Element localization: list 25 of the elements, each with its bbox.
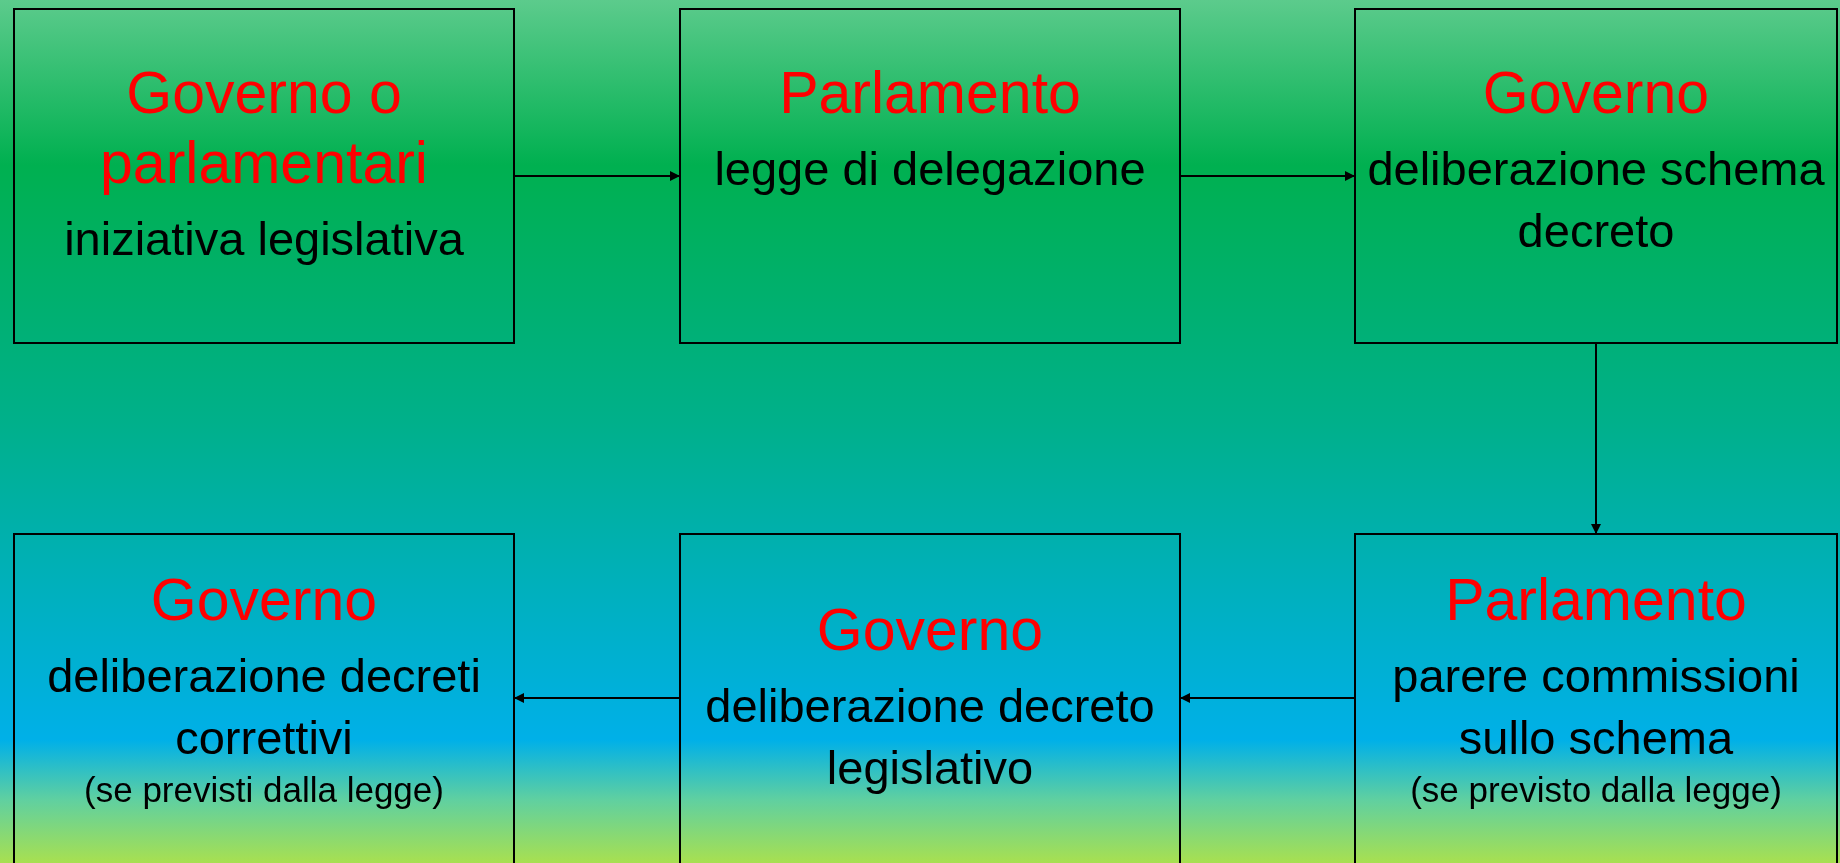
process-box	[679, 8, 1181, 344]
note-text: (se previsto dalla legge)	[1410, 769, 1782, 811]
process-box	[13, 8, 515, 344]
step-description: iniziativa legislativa	[64, 211, 464, 267]
note-text: (se previsti dalla legge)	[84, 769, 444, 811]
actor-title: Governo o parlamentari	[99, 59, 429, 198]
process-box	[679, 533, 1181, 863]
actor-title: Parlamento	[1445, 566, 1747, 635]
actor-title: Governo	[1482, 59, 1710, 128]
step-description: legge di delegazione	[714, 141, 1146, 197]
step-description: parere commissioni sullo schema	[1391, 648, 1801, 766]
process-box	[1354, 8, 1838, 344]
step-description: deliberazione schema decreto	[1366, 141, 1826, 259]
arrow	[1591, 343, 1601, 534]
step-description: deliberazione decreti correttivi	[46, 648, 482, 766]
actor-title: Governo	[150, 566, 378, 635]
arrow	[1180, 171, 1355, 181]
arrow	[514, 693, 680, 703]
step-description: deliberazione decreto legislativo	[704, 678, 1156, 796]
arrow	[514, 171, 680, 181]
process-box	[1354, 533, 1838, 863]
arrow	[1180, 693, 1355, 703]
process-box	[13, 533, 515, 863]
actor-title: Governo	[816, 596, 1044, 665]
actor-title: Parlamento	[779, 59, 1081, 128]
